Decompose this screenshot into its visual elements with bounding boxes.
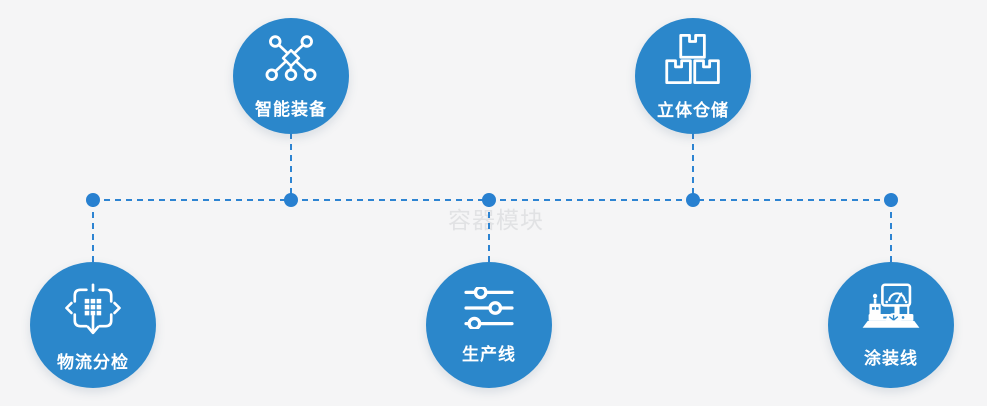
- junction-dot: [284, 193, 298, 207]
- node-label: 生产线: [462, 344, 516, 365]
- node-smart-equipment: 智能装备: [233, 18, 349, 134]
- junction-dot: [884, 193, 898, 207]
- node-label: 立体仓储: [657, 100, 729, 121]
- move-grid-icon: [64, 279, 122, 341]
- connector-vertical-line-production: [488, 201, 490, 264]
- node-label: 智能装备: [255, 99, 327, 120]
- connector-vertical-line-smart-equipment: [290, 133, 292, 200]
- console-icon: [860, 282, 922, 337]
- sliders-icon: [464, 285, 514, 333]
- node-stereo-warehouse: 立体仓储: [635, 18, 751, 134]
- connector-vertical-line-warehouse: [692, 133, 694, 200]
- node-label: 涂装线: [864, 348, 918, 369]
- boxes-icon: [665, 33, 721, 89]
- node-logistics-sorting: 物流分检: [30, 262, 156, 388]
- network-icon: [263, 34, 319, 88]
- watermark-text: 容器模块: [448, 208, 544, 234]
- connector-vertical-line-painting: [890, 201, 892, 264]
- junction-dot: [86, 193, 100, 207]
- connector-vertical-line-sorting: [92, 201, 94, 264]
- junction-dot: [482, 193, 496, 207]
- node-production-line: 生产线: [426, 262, 552, 388]
- node-label: 物流分检: [57, 352, 129, 373]
- junction-dot: [686, 193, 700, 207]
- node-painting-line: 涂装线: [828, 262, 954, 388]
